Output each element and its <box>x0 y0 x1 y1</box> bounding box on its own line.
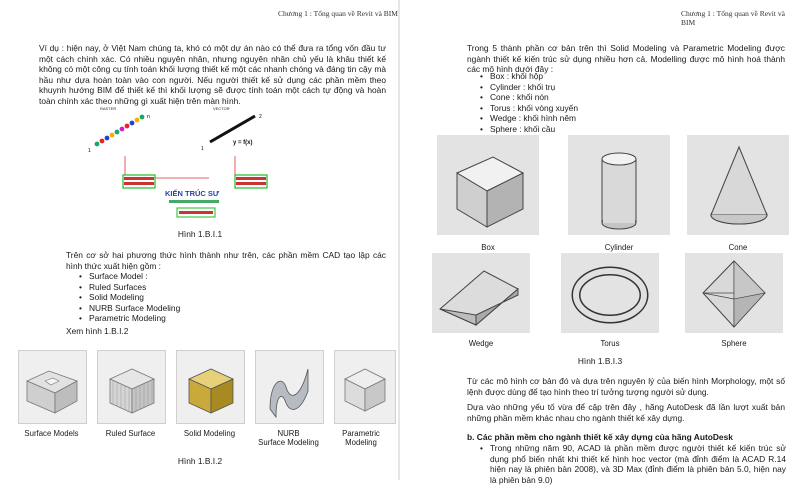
left-page: Chương 1 : Tổng quan về Revit và BIM Ví … <box>0 0 400 480</box>
parametric-modeling-image <box>334 350 396 424</box>
vector-start-marker: 1 <box>201 146 204 152</box>
figure1-caption: Hình 1.B.I.1 <box>177 229 223 239</box>
torus-shape-image <box>561 253 659 333</box>
raster-end-marker: n <box>147 114 150 120</box>
list-item: Surface Model : <box>79 271 180 282</box>
list-item: Solid Modeling <box>79 292 180 303</box>
figure3-caption: Hình 1.B.I.3 <box>577 356 623 366</box>
raster-pixel-line <box>94 114 145 147</box>
right-intro-paragraph: Trong 5 thành phần cơ bản trên thì Solid… <box>467 43 785 75</box>
ruled-surface-label: Ruled Surface <box>105 429 156 438</box>
list-item: NURB Surface Modeling <box>79 303 180 314</box>
cone-shape-image <box>687 135 789 235</box>
cylinder-label: Cylinder <box>604 243 634 252</box>
parametric-modeling-label: Parametric Modeling <box>342 429 380 447</box>
surface-models-label: Surface Models <box>24 429 79 438</box>
autodesk-paragraph: Dựa vào những yếu tố vừa để cập trên đây… <box>467 402 785 423</box>
list-item: Ruled Surfaces <box>79 282 180 293</box>
sphere-label: Sphere <box>721 339 747 348</box>
see-figure-text: Xem hình 1.B.I.2 <box>66 326 129 336</box>
nurb-surface-image <box>255 350 324 424</box>
wedge-shape-image <box>432 253 530 333</box>
solid-modeling-label: Solid Modeling <box>183 429 236 438</box>
list-item: Wedge : khối hình nêm <box>480 113 578 124</box>
raster-vector-diagram: RASTER VECTOR 1 n 1 2 y = f(x) <box>88 106 268 218</box>
list-item: Torus : khối vòng xuyến <box>480 103 578 114</box>
list-item: Sphere : khối cầu <box>480 124 578 135</box>
vector-line <box>209 114 256 144</box>
right-page: Chương 1 : Tổng quan về Revit và BIM Tro… <box>400 0 800 485</box>
raster-label: RASTER <box>100 106 116 111</box>
left-page-header: Chương 1 : Tổng quan về Revit và BIM <box>278 9 398 18</box>
list-item: Cylinder : khối trụ <box>480 82 578 93</box>
torus-label: Torus <box>600 339 620 348</box>
architect-underline <box>169 200 219 203</box>
ruled-surface-image <box>97 350 166 424</box>
cad-list: Surface Model : Ruled Surfaces Solid Mod… <box>79 271 180 324</box>
raster-software-box <box>122 174 156 189</box>
nurb-surface-label: NURB Surface Modeling <box>258 429 319 447</box>
list-item: Box : khối hộp <box>480 71 578 82</box>
box-shape-image <box>437 135 539 235</box>
raster-start-marker: 1 <box>88 148 91 154</box>
wedge-label: Wedge <box>468 339 494 348</box>
vector-label: VECTOR <box>213 106 230 111</box>
list-item: Cone : khối nón <box>480 92 578 103</box>
box-label: Box <box>481 243 495 252</box>
surface-models-image <box>18 350 87 424</box>
list-item: Trong những năm 90, ACAD là phần mềm đượ… <box>480 443 786 485</box>
vector-end-marker: 2 <box>259 114 262 120</box>
architect-title: KIẾN TRÚC SƯ <box>165 188 220 198</box>
section-heading: b. Các phần mềm cho ngành thiết kế xây d… <box>467 432 733 442</box>
shape-list: Box : khối hộp Cylinder : khối trụ Cone … <box>480 71 578 135</box>
vector-formula: y = f(x) <box>233 140 253 146</box>
right-page-header: Chương 1 : Tổng quan về Revit và BIM <box>681 9 785 27</box>
list-item: Parametric Modeling <box>79 313 180 324</box>
autodesk-list: Trong những năm 90, ACAD là phần mềm đượ… <box>480 443 786 485</box>
left-intro-paragraph: Ví dụ : hiện nay, ở Việt Nam chúng ta, k… <box>39 43 386 106</box>
cone-label: Cone <box>728 243 748 252</box>
cad-paragraph: Trên cơ sở hai phương thức hình thành nh… <box>66 250 386 271</box>
sphere-shape-image <box>685 253 783 333</box>
morphology-paragraph: Từ các mô hình cơ bản đó và dựa trên ngu… <box>467 376 785 397</box>
vector-software-box <box>234 174 268 189</box>
figure2-caption: Hình 1.B.I.2 <box>177 456 223 466</box>
cylinder-shape-image <box>568 135 670 235</box>
solid-modeling-image <box>176 350 245 424</box>
